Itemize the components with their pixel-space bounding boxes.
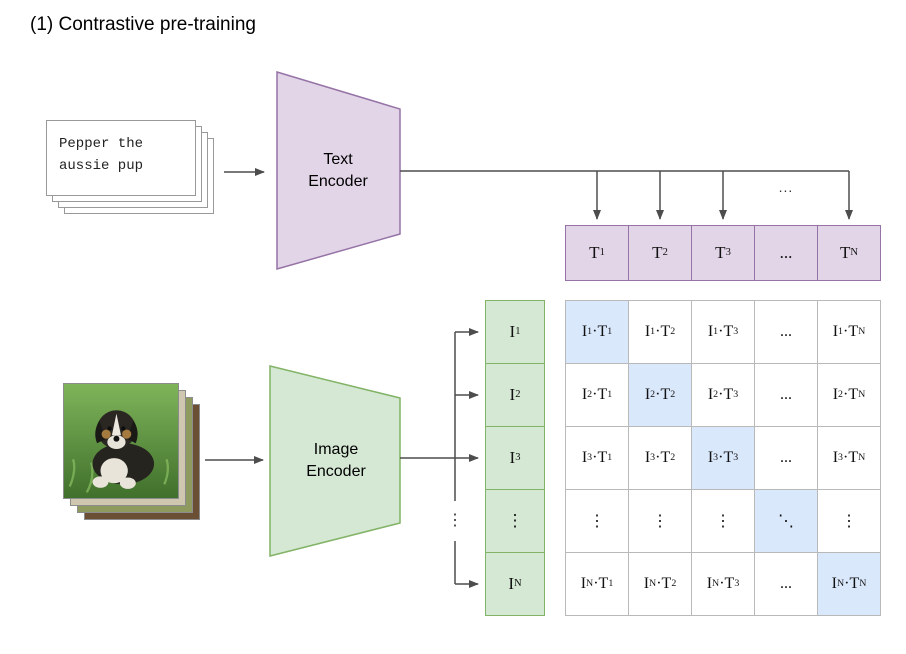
diagram-title: (1) Contrastive pre-training — [30, 14, 256, 35]
matrix-cell-r1c4: ... — [754, 300, 818, 364]
matrix-cell-r4c4: ⋱ — [754, 489, 818, 553]
matrix-cell-r4c5: ⋮ — [817, 489, 881, 553]
matrix-cell-r4c3: ⋮ — [691, 489, 755, 553]
matrix-cell-r3c4: ... — [754, 426, 818, 490]
matrix-cell-r5c4: ... — [754, 552, 818, 616]
image-input-photo-stack — [63, 383, 205, 525]
matrix-cell-r4c2: ⋮ — [628, 489, 692, 553]
text-branch-ellipsis-label: ... — [778, 179, 794, 195]
image-branch-ellipsis-label: ⋮ — [447, 501, 463, 541]
text-input-card-stack: Pepper the aussie pup — [46, 120, 226, 224]
matrix-cell-r4c1: ⋮ — [565, 489, 629, 553]
text-card-front: Pepper the aussie pup — [46, 120, 196, 196]
matrix-cell-r2c4: ... — [754, 363, 818, 427]
puppy-illustration — [64, 384, 178, 498]
text-embedding-cell-4: ... — [754, 225, 818, 281]
matrix-row-4: ⋮⋮⋮⋱⋮ — [565, 489, 881, 553]
text-encoder-label: Text Encoder — [308, 151, 368, 191]
text-card-caption: Pepper the aussie pup — [59, 136, 144, 174]
puppy-photo — [63, 383, 179, 499]
image-embedding-cell-4: ⋮ — [485, 489, 545, 553]
image-encoder-label: Image Encoder — [306, 441, 366, 481]
